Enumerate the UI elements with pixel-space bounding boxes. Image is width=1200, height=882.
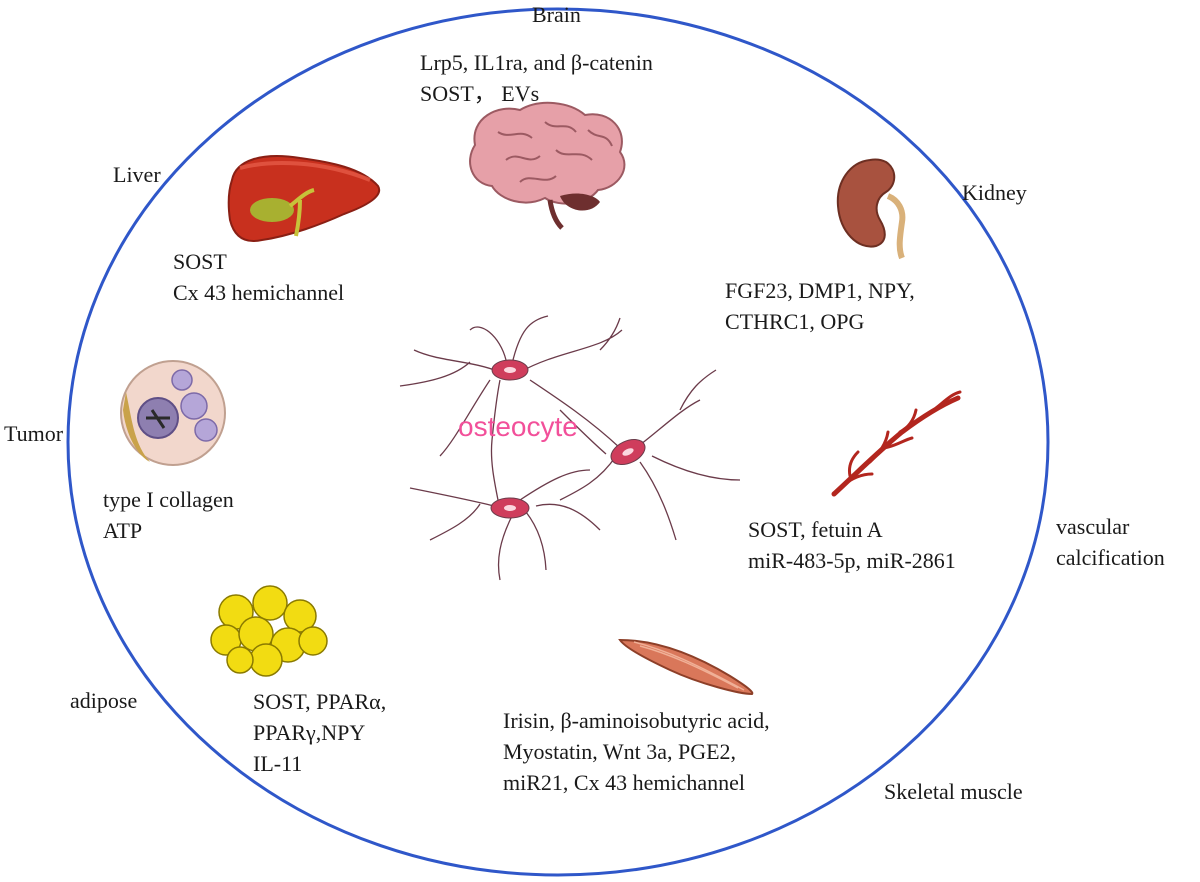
factor-line: ATP bbox=[103, 518, 143, 543]
adipose-icon bbox=[210, 585, 328, 677]
adipose-label: adipose bbox=[70, 688, 138, 713]
vascular-label-line: calcification bbox=[1056, 545, 1165, 570]
vessel-icon bbox=[831, 390, 962, 497]
factor-line: SOST， EVs bbox=[420, 81, 540, 106]
kidney-icon bbox=[836, 158, 906, 260]
factor-line: Cx 43 hemichannel bbox=[173, 280, 345, 305]
factor-line: SOST, PPARα, bbox=[253, 689, 387, 714]
adipose-factors: SOST, PPARα, PPARγ,NPY IL-11 bbox=[253, 686, 386, 779]
boundary-oval bbox=[66, 7, 1050, 877]
factor-line: Lrp5, IL1ra, and β-catenin bbox=[420, 50, 653, 75]
vascular-label-line: vascular bbox=[1056, 514, 1130, 539]
tumor-label: Tumor bbox=[4, 421, 64, 446]
factor-line: Irisin, β-aminoisobutyric acid, bbox=[503, 708, 770, 733]
kidney-label: Kidney bbox=[962, 180, 1027, 205]
factor-line: PPARγ,NPY bbox=[253, 720, 366, 745]
kidney-factors: FGF23, DMP1, NPY, CTHRC1, OPG bbox=[725, 275, 915, 337]
factor-line: type I collagen bbox=[103, 487, 234, 512]
tumor-factors: type I collagen ATP bbox=[103, 484, 234, 546]
factor-line: miR21, Cx 43 hemichannel bbox=[503, 770, 745, 795]
factor-line: SOST, fetuin A bbox=[748, 517, 883, 542]
brain-icon bbox=[469, 101, 626, 230]
tumor-icon bbox=[120, 360, 226, 466]
factor-line: Myostatin, Wnt 3a, PGE2, bbox=[503, 739, 737, 764]
factor-line: CTHRC1, OPG bbox=[725, 309, 865, 334]
brain-factors: Lrp5, IL1ra, and β-catenin SOST， EVs bbox=[420, 47, 653, 109]
muscle-icon bbox=[618, 638, 754, 696]
factor-line: IL-11 bbox=[253, 751, 303, 776]
liver-label: Liver bbox=[113, 162, 161, 187]
vascular-label: vascular calcification bbox=[1056, 511, 1165, 573]
muscle-label: Skeletal muscle bbox=[884, 779, 1023, 804]
liver-icon bbox=[227, 155, 381, 242]
osteocyte-network-icon bbox=[399, 315, 741, 581]
factor-line: miR-483-5p, miR-2861 bbox=[748, 548, 956, 573]
brain-label: Brain bbox=[532, 2, 581, 27]
factor-line: FGF23, DMP1, NPY, bbox=[725, 278, 915, 303]
vascular-factors: SOST, fetuin A miR-483-5p, miR-2861 bbox=[748, 514, 956, 576]
factor-line: SOST bbox=[173, 249, 227, 274]
muscle-factors: Irisin, β-aminoisobutyric acid, Myostati… bbox=[503, 705, 770, 798]
center-label: osteocyte bbox=[458, 411, 578, 442]
liver-factors: SOST Cx 43 hemichannel bbox=[173, 246, 344, 308]
